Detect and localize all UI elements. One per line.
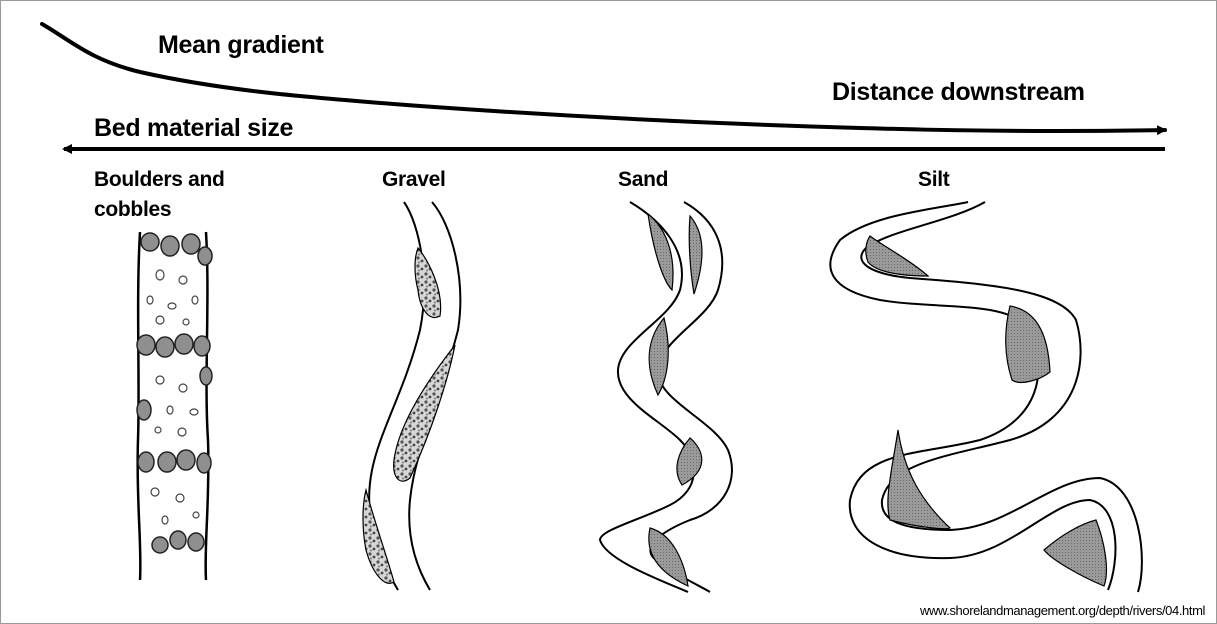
mean-gradient-label: Mean gradient [158, 31, 324, 59]
bed-material-size-label: Bed material size [94, 114, 294, 142]
sand-channel [598, 201, 733, 593]
silt-channel [829, 201, 1143, 593]
channel-label-boulders: Boulders and cobbles [94, 168, 225, 221]
source-url: www.shorelandmanagement.org/depth/rivers… [919, 603, 1205, 618]
channel-label-silt: Silt [918, 168, 950, 191]
boulders-channel [136, 231, 213, 581]
gradient-curve [40, 22, 1167, 136]
channel-label-gravel: Gravel [382, 168, 446, 191]
gravel-channel [362, 201, 462, 591]
channel-label-sand: Sand [618, 168, 669, 191]
distance-downstream-label: Distance downstream [832, 78, 1085, 106]
